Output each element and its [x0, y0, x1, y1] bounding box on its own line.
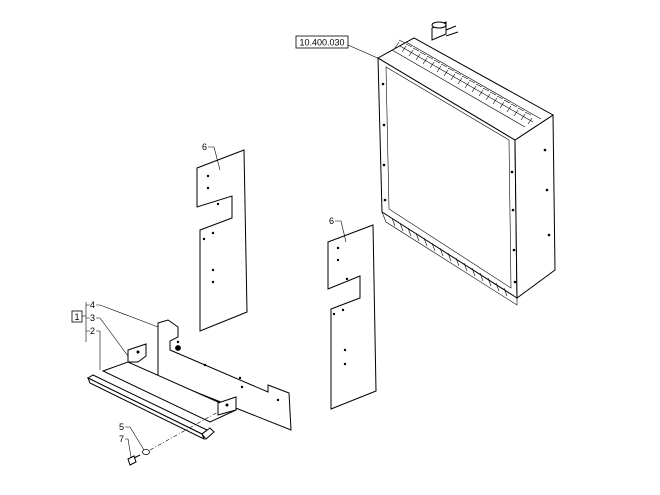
baffle-panel-left [196, 149, 248, 332]
callout-6-right: 6 [329, 216, 347, 243]
baffle-panel-right [327, 224, 377, 410]
callout-label: 6 [202, 142, 207, 152]
group-callout: 1 4 3 2 [71, 300, 159, 370]
callout-label: 6 [329, 216, 334, 226]
radiator-mounting-holes [381, 82, 551, 284]
callout-3: 3 [90, 313, 95, 323]
fasteners: 5 7 [119, 411, 219, 466]
group-label: 1 [74, 312, 79, 322]
assembly-line [149, 411, 219, 451]
radiator-assembly [376, 21, 556, 306]
reference-callout: 10.400.030 [295, 35, 383, 61]
lower-bracket-rail [86, 343, 238, 441]
bottom-tank-tubes [391, 217, 508, 297]
lower-plate [157, 319, 292, 431]
top-tank-tubes [394, 39, 533, 125]
callout-2: 2 [90, 326, 95, 336]
washer [142, 449, 150, 455]
reference-label: 10.400.030 [299, 38, 344, 48]
filler-neck [431, 21, 459, 41]
bolt [127, 454, 141, 466]
callout-5: 5 [119, 422, 124, 432]
callout-4: 4 [90, 300, 95, 310]
callout-7: 7 [119, 434, 124, 444]
callout-6-left: 6 [202, 142, 221, 171]
